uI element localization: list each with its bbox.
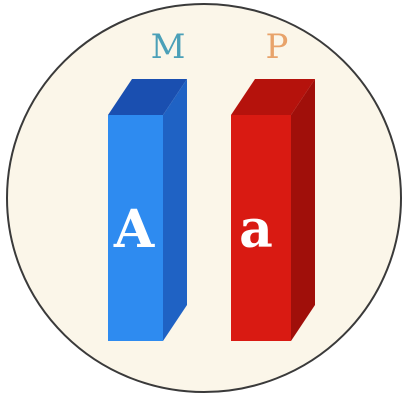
paternal-label: P bbox=[266, 27, 289, 67]
dominant-allele-label: A bbox=[113, 199, 155, 260]
right-chromosome-side bbox=[291, 79, 315, 341]
left-chromosome-side bbox=[163, 79, 187, 341]
maternal-label: M bbox=[151, 27, 186, 67]
recessive-allele-label: a bbox=[239, 199, 273, 260]
background-circle bbox=[7, 4, 401, 392]
